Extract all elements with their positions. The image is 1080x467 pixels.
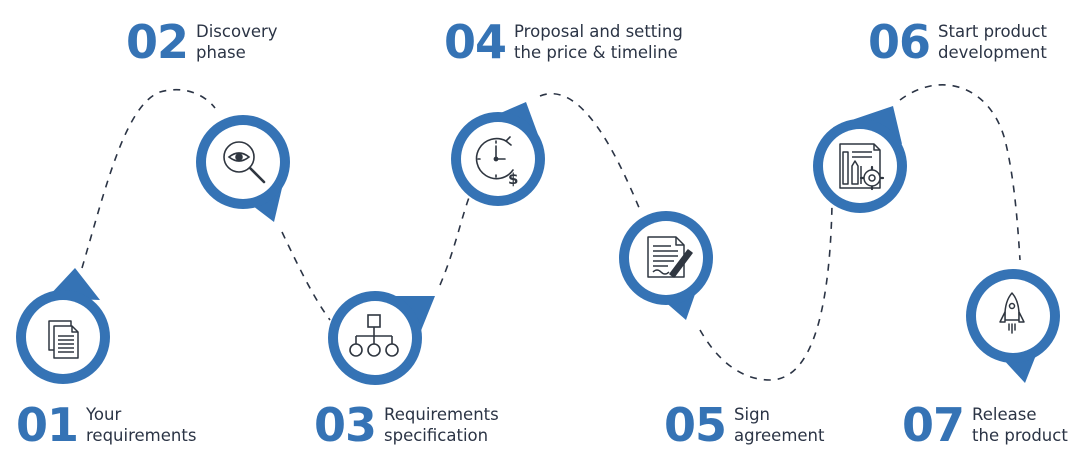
step-title-line: Release — [972, 405, 1037, 424]
step-marker-02 — [196, 115, 290, 222]
step-title-line: requirements — [86, 426, 197, 445]
rocket-icon — [999, 292, 1025, 334]
step-title: Requirements specification — [384, 404, 499, 446]
step-number: 07 — [902, 398, 965, 452]
magnifier-eye-icon — [223, 141, 266, 184]
step-title-line: development — [938, 43, 1047, 62]
step-title-line: the price & timeline — [514, 43, 678, 62]
step-label-03: 03 Requirements specification — [314, 402, 499, 448]
step-number: 01 — [16, 398, 79, 452]
step-label-05: 05 Sign agreement — [664, 402, 824, 448]
step-marker-07 — [966, 269, 1060, 383]
step-title-line: Your — [86, 405, 122, 424]
svg-text:$: $ — [508, 170, 518, 188]
step-title-line: Discovery — [196, 22, 278, 41]
step-title-line: phase — [196, 43, 246, 62]
blueprint-gear-icon — [839, 143, 885, 191]
step-marker-04 — [451, 102, 545, 206]
step-label-04: 04 Proposal and setting the price & time… — [444, 19, 683, 65]
step-label-01: 01 Your requirements — [16, 402, 196, 448]
step-label-07: 07 Release the product — [902, 402, 1068, 448]
step-number: 06 — [868, 15, 931, 69]
step-number: 05 — [664, 398, 727, 452]
step-number: 02 — [126, 15, 189, 69]
step-title-line: Requirements — [384, 405, 499, 424]
step-title: Start product development — [938, 21, 1047, 63]
step-number: 04 — [444, 15, 507, 69]
clock-dollar-icon: $ — [475, 136, 518, 188]
dashed-path — [81, 84, 1021, 381]
step-title: Your requirements — [86, 404, 196, 446]
step-title-line: specification — [384, 426, 489, 445]
step-title-line: the product — [972, 426, 1068, 445]
contract-pen-icon — [647, 236, 693, 278]
step-title-line: Start product — [938, 22, 1048, 41]
documents-icon — [48, 320, 79, 359]
step-title: Proposal and setting the price & timelin… — [514, 21, 683, 63]
hierarchy-icon — [349, 314, 399, 357]
step-title: Discovery phase — [196, 21, 278, 63]
step-title: Sign agreement — [734, 404, 824, 446]
step-title-line: agreement — [734, 426, 825, 445]
step-label-02: 02 Discovery phase — [126, 19, 278, 65]
step-marker-03 — [328, 291, 435, 385]
step-title-line: Proposal and setting — [514, 22, 683, 41]
step-number: 03 — [314, 398, 377, 452]
step-title-line: Sign — [734, 405, 771, 424]
step-label-06: 06 Start product development — [868, 19, 1047, 65]
step-title: Release the product — [972, 404, 1068, 446]
